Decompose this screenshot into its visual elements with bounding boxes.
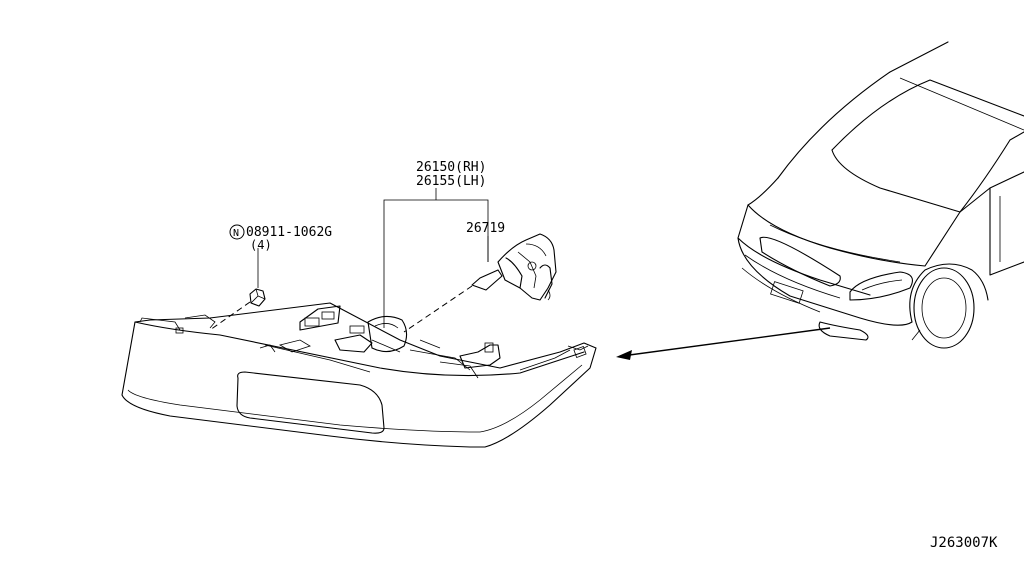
vehicle-illustration bbox=[737, 41, 1024, 349]
fog-lamp-housing bbox=[121, 302, 597, 448]
fog-bulb bbox=[471, 233, 557, 301]
label-nut-qty: (4) bbox=[250, 238, 272, 252]
label-nut-marker: N bbox=[233, 228, 239, 239]
label-nut-part: 08911-1062G bbox=[246, 225, 332, 240]
leader-lines bbox=[209, 188, 489, 333]
bulb-dash bbox=[403, 285, 473, 333]
nut-marker-circle bbox=[229, 224, 245, 240]
callout-labels: 26150(RH) 26155(LH) 26719 N 08911-1062G … bbox=[229, 160, 998, 551]
hex-nut bbox=[249, 288, 266, 307]
location-arrow bbox=[616, 327, 831, 360]
label-bulb: 26719 bbox=[466, 221, 505, 236]
label-bulb-assembly-rh: 26150(RH) bbox=[416, 160, 486, 175]
label-bulb-assembly-lh: 26155(LH) bbox=[416, 174, 486, 189]
bulb-assembly-bracket bbox=[383, 199, 489, 328]
diagram-code: J263007K bbox=[930, 535, 998, 551]
nut-dash bbox=[209, 301, 251, 331]
